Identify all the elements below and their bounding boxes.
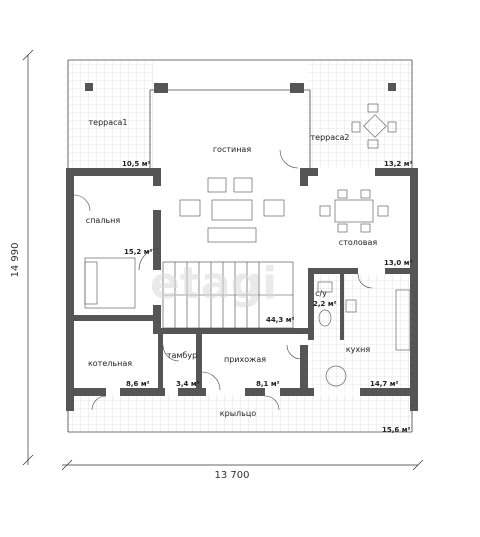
height-dimension: 14 990 — [10, 243, 21, 278]
walls — [66, 168, 418, 411]
entry-area: 8,1 м² — [256, 380, 280, 388]
terrace1-name: терраса1 — [88, 118, 127, 127]
living-name: гостиная — [213, 145, 251, 154]
terrace1-area: 10,5 м² — [122, 160, 151, 168]
dimension-lines — [22, 49, 424, 471]
entry-name: прихожая — [224, 355, 266, 364]
bedroom-area: 15,2 м² — [124, 248, 153, 256]
kitchen-name: кухня — [346, 345, 371, 354]
dining-area: 13,0 м² — [384, 259, 413, 267]
bedroom-name: спальня — [86, 216, 121, 225]
terrace2-name: терраса2 — [310, 133, 349, 142]
dining-name: столовая — [339, 238, 378, 247]
terrace-outline — [67, 59, 413, 433]
furniture — [84, 103, 411, 387]
kitchen-area: 14,7 м² — [370, 380, 399, 388]
watermark: etagi — [150, 258, 277, 309]
porch-name: крыльцо — [220, 409, 257, 418]
columns — [85, 83, 396, 93]
boiler-area: 8,6 м² — [126, 380, 150, 388]
boiler-name: котельная — [88, 359, 132, 368]
doors — [73, 149, 373, 411]
width-dimension: 13 700 — [215, 470, 250, 481]
terrace2-area: 13,2 м² — [384, 160, 413, 168]
vestibule-area: 3,4 м² — [176, 380, 200, 388]
tiled-floors — [68, 62, 412, 431]
porch-area: 15,6 м² — [382, 426, 411, 434]
hall-area: 44,3 м² — [266, 316, 295, 324]
vestibule-name: тамбур — [167, 351, 197, 360]
staircase — [162, 261, 294, 329]
wc-area: 2,2 м² — [313, 300, 337, 308]
wc-name: с/у — [315, 289, 327, 298]
